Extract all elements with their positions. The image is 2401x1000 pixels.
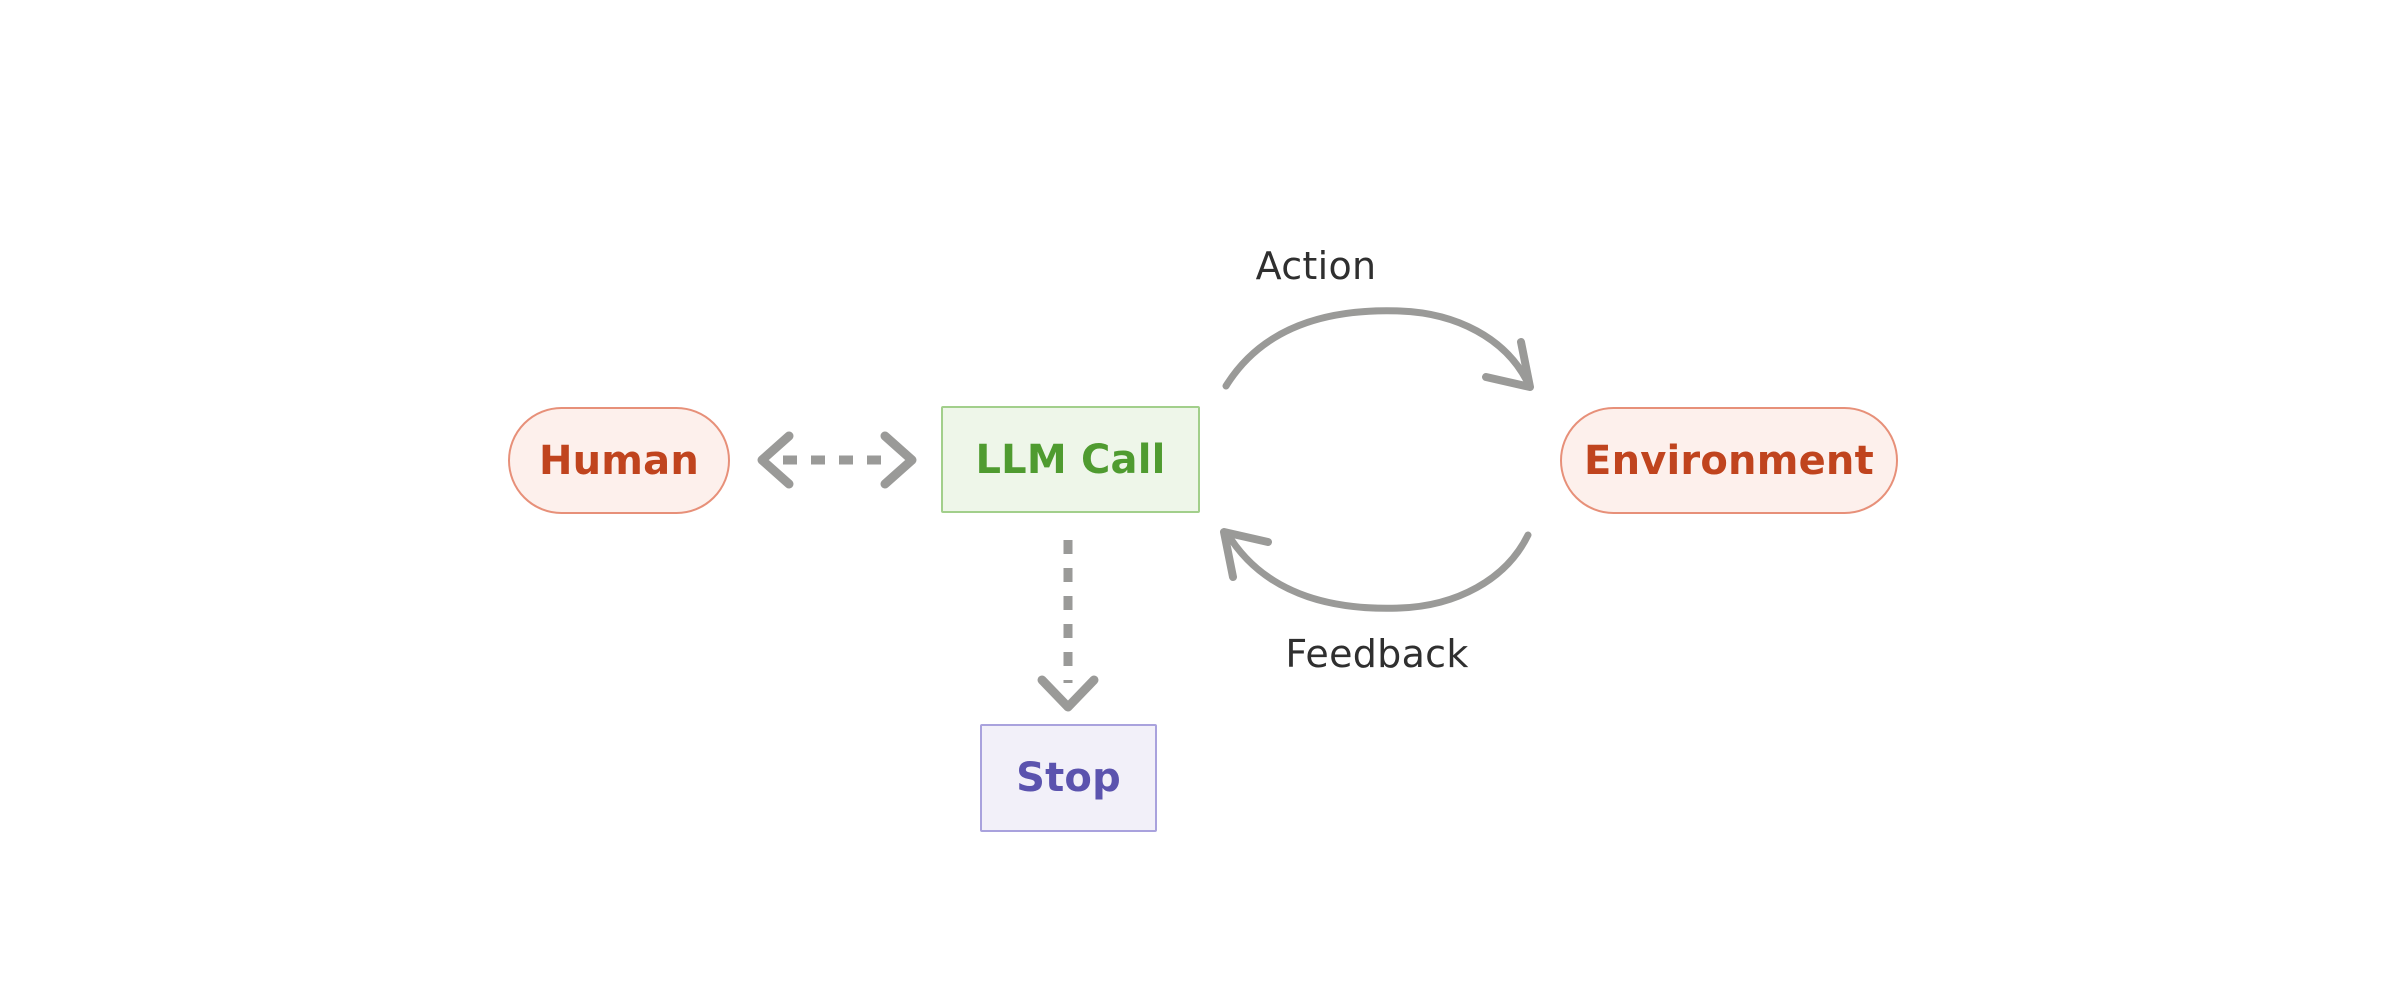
edge-feedback: [1220, 528, 1532, 612]
edge-llm-call-stop: [1037, 540, 1099, 712]
arrowhead-right-icon: [880, 431, 917, 489]
arrowhead-feedback-icon: [1220, 528, 1272, 581]
edge-action-curve: [1222, 307, 1532, 390]
arrowhead-action-icon: [1482, 338, 1534, 391]
edge-feedback-curve: [1223, 529, 1532, 612]
edge-label-action: Action: [1255, 244, 1377, 288]
node-stop[interactable]: Stop: [980, 724, 1157, 832]
node-llm-call[interactable]: LLM Call: [941, 406, 1200, 513]
node-environment[interactable]: Environment: [1560, 407, 1898, 514]
edge-label-feedback: Feedback: [1285, 632, 1469, 676]
arrowhead-left-icon: [757, 431, 794, 489]
arrowhead-down-icon: [1037, 675, 1099, 712]
edge-action: [1222, 307, 1534, 391]
node-human[interactable]: Human: [508, 407, 730, 514]
edge-human-llm-call: [757, 431, 917, 489]
